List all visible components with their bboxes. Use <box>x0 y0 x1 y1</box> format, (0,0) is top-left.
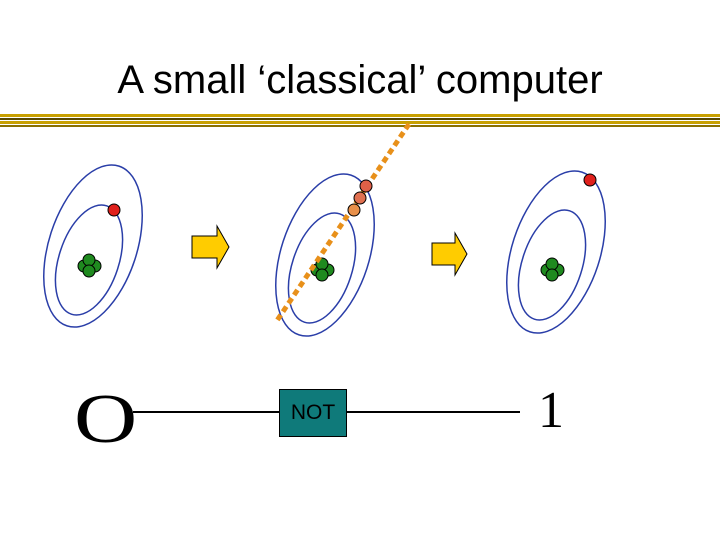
atom-icon <box>273 122 412 337</box>
outer-orbit <box>275 173 375 337</box>
arrow-right-icon <box>431 231 468 277</box>
input-bit-label: O <box>74 381 138 458</box>
arrow-right-icon <box>191 224 230 270</box>
inner-orbit <box>54 204 124 316</box>
output-bit-label: 1 <box>538 382 564 439</box>
atom-icon <box>43 164 143 328</box>
electron-icon <box>353 191 367 205</box>
inner-orbit <box>287 212 357 324</box>
electron-icon <box>583 173 597 187</box>
inner-orbit <box>517 209 587 321</box>
nucleus-icon <box>77 253 102 278</box>
title-rule <box>0 114 720 127</box>
outer-orbit <box>506 170 606 334</box>
nucleus-icon <box>540 257 565 282</box>
not-gate: NOT <box>279 389 347 437</box>
electron-icon <box>107 203 121 217</box>
electron-icon <box>347 203 361 217</box>
laser-beam-icon <box>273 122 412 324</box>
outer-orbit <box>43 164 143 328</box>
atom-icon <box>506 170 606 334</box>
nucleus-icon <box>310 257 335 282</box>
slide-title: A small ‘classical’ computer <box>117 58 603 102</box>
electron-icon <box>359 179 373 193</box>
